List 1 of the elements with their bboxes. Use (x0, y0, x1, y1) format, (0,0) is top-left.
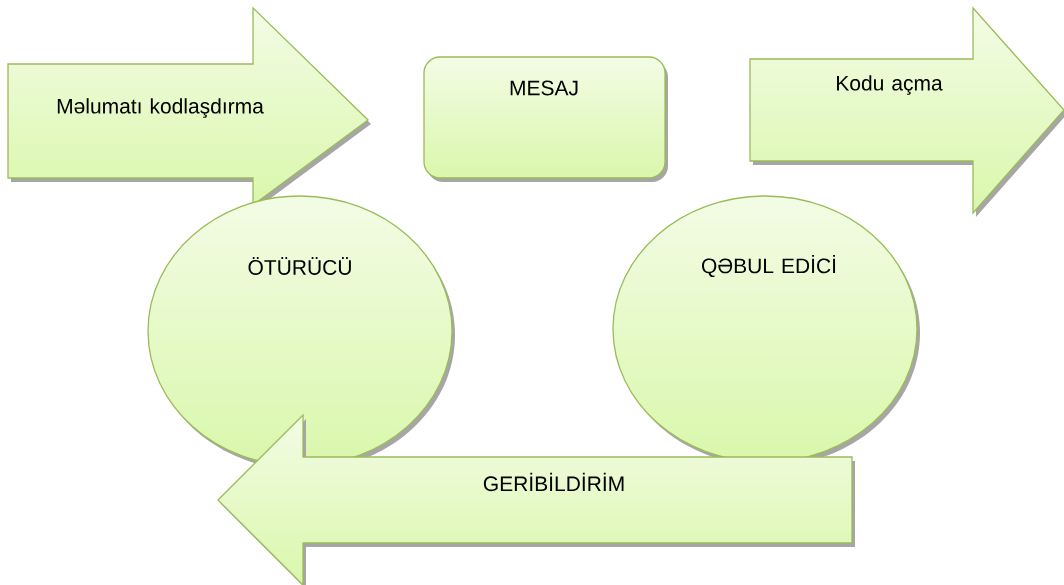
rounded-box: MESAJ (423, 56, 668, 182)
